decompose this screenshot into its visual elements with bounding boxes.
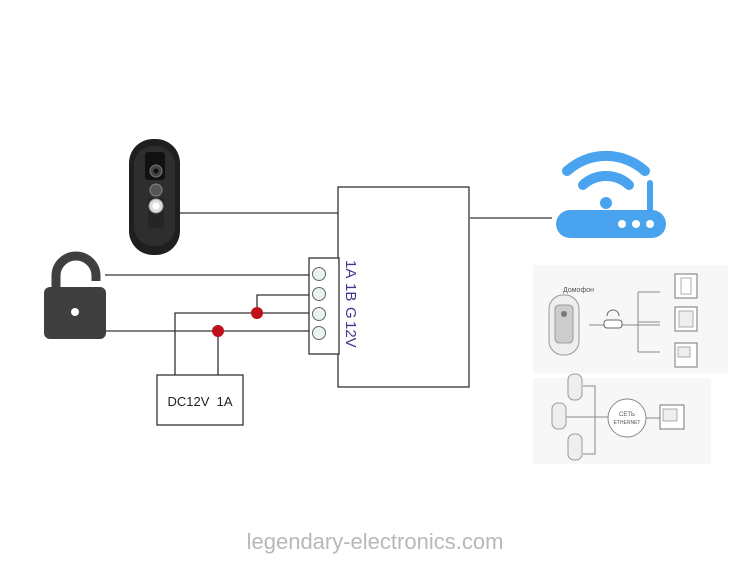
terminal-screw <box>312 267 326 281</box>
terminal-label-12v: 12V <box>342 321 359 348</box>
inset-top-device-label: Домофон <box>563 287 594 294</box>
terminal-labels: 1A 1B G 12V <box>342 260 359 348</box>
power-supply-label: DC12V 1A <box>167 394 232 409</box>
inset-intercom-network: Домофон <box>533 265 728 373</box>
watermark-text: legendary-electronics.com <box>247 529 504 554</box>
terminal-label-g: G <box>342 307 359 319</box>
terminal-screw <box>312 307 326 321</box>
junction-dot <box>212 325 224 337</box>
ethernet-label-2: ETHERNET <box>614 420 641 426</box>
intercom-panel-icon <box>567 373 583 401</box>
inset-ethernet-network: СЕТЬ ETHERNET <box>533 373 711 464</box>
intercom-panel-icon <box>551 402 567 430</box>
mini-router-icon <box>603 309 623 329</box>
wires <box>105 212 552 375</box>
terminal-screw <box>312 326 326 340</box>
ethernet-cloud <box>607 398 647 438</box>
ethernet-label-1: СЕТЬ <box>619 412 635 418</box>
doorbell-camera-icon <box>129 139 180 255</box>
intercom-device-icon <box>548 294 580 356</box>
power-supply-box <box>156 374 244 426</box>
terminal-screw <box>312 287 326 301</box>
psu-wire-left <box>174 312 310 375</box>
junction-1-wire <box>256 294 310 313</box>
terminal-label-1b: 1B <box>342 283 359 301</box>
terminal-label-1a: 1A <box>342 260 359 278</box>
wifi-router-icon <box>556 150 666 238</box>
junction-dot <box>251 307 263 319</box>
lock-icon <box>44 251 106 339</box>
terminal-screws <box>312 267 326 340</box>
intercom-panel-icon <box>567 433 583 461</box>
